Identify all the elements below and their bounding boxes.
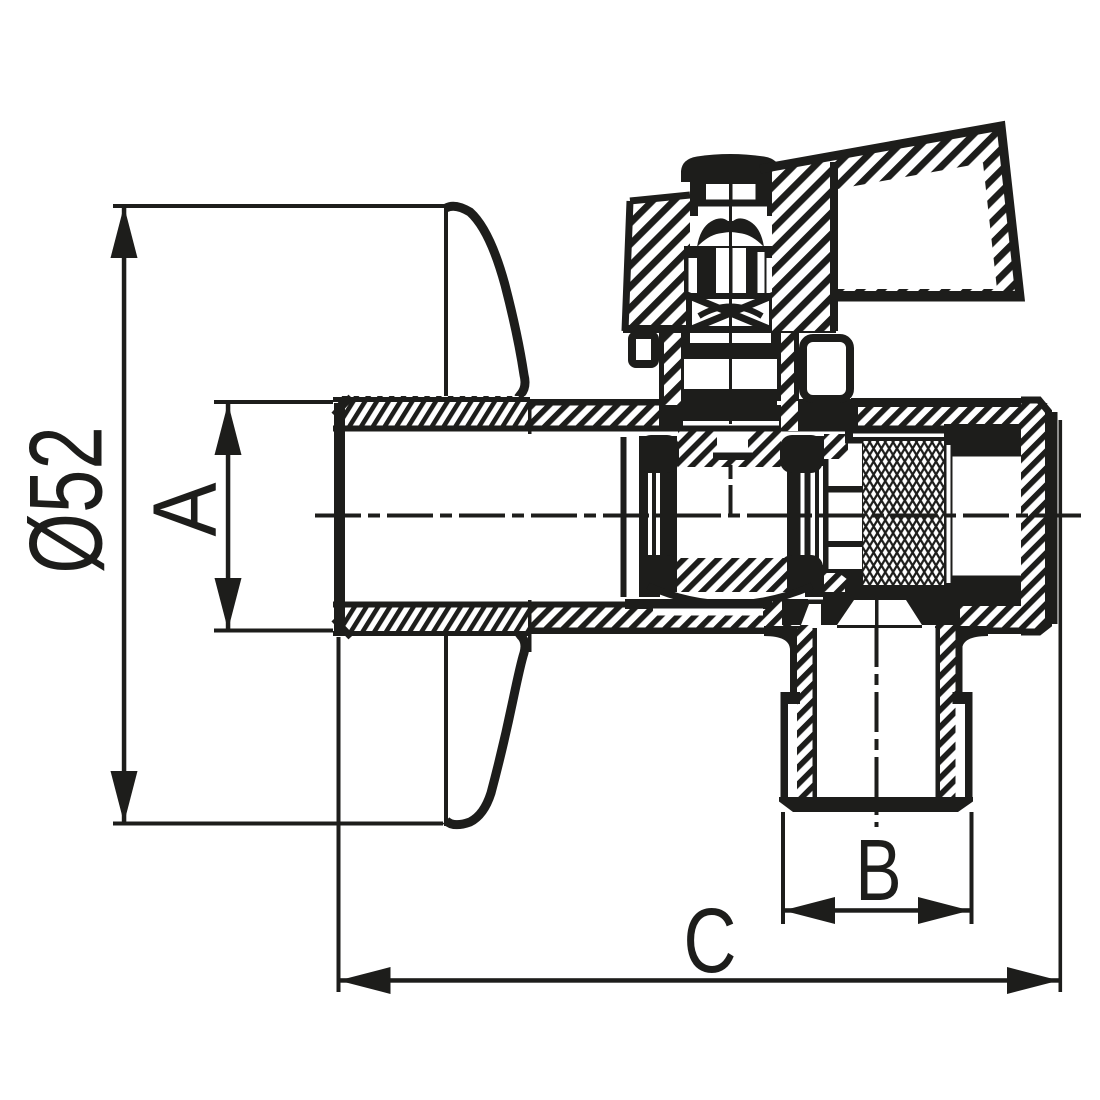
svg-text:C: C [683,889,736,992]
svg-text:B: B [855,822,901,919]
svg-text:A: A [135,482,236,536]
svg-text:Ø52: Ø52 [9,426,124,573]
